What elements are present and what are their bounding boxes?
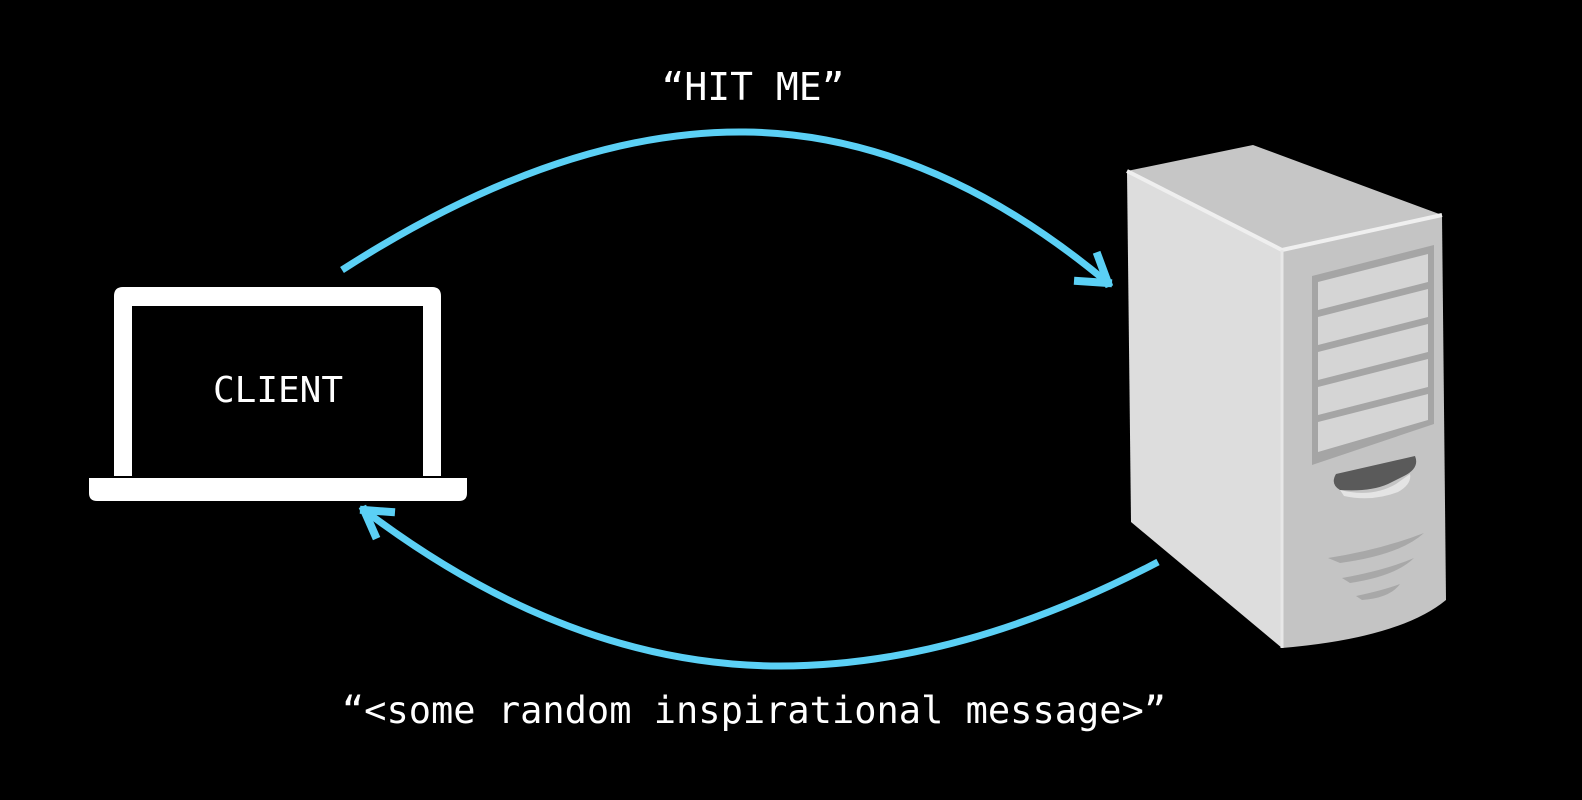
request-label: “HIT ME” [661, 65, 845, 109]
drive-slot [1333, 456, 1417, 491]
vent-slots [1328, 533, 1424, 600]
laptop-icon [89, 287, 467, 501]
client-label: CLIENT [212, 370, 344, 411]
drive-bays [1312, 245, 1434, 465]
request-arrow [340, 128, 1114, 289]
response-label: “<some random inspirational message>” [341, 689, 1167, 732]
response-arrow [358, 504, 1160, 670]
server-tower-icon [1126, 145, 1446, 648]
